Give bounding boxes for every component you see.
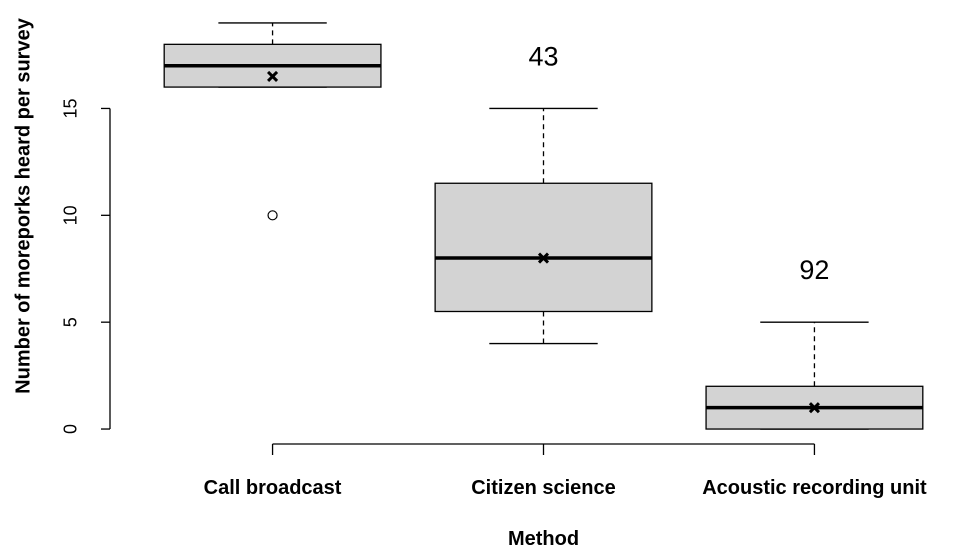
x-axis-title: Method xyxy=(508,528,579,548)
boxplot-series: 22 43 92 xyxy=(163,22,924,430)
y-tick-label: 15 xyxy=(61,98,81,118)
mean-marker xyxy=(537,252,550,264)
x-tick-label: Call broadcast xyxy=(204,477,342,499)
x-axis-ticks: Call broadcast Citizen science Acoustic re… xyxy=(204,444,927,499)
y-tick-label: 5 xyxy=(61,317,81,327)
sample-size-label: 43 xyxy=(528,41,558,71)
box-group: 22 xyxy=(163,22,382,221)
y-axis-ticks: 0 5 10 15 xyxy=(61,98,110,434)
box-group: 92 xyxy=(705,255,924,430)
x-tick-label: Acoustic recording unit xyxy=(702,477,927,499)
mean-marker xyxy=(808,402,820,414)
iqr-box xyxy=(434,182,653,313)
x-tick-label: Citizen science xyxy=(471,477,616,499)
sample-size-label: 92 xyxy=(799,255,829,285)
y-tick-label: 0 xyxy=(61,424,81,434)
y-axis-title: Number of moreporks heard per survey xyxy=(12,17,34,394)
outlier-point xyxy=(267,210,278,221)
mean-marker xyxy=(267,70,279,82)
y-tick-label: 10 xyxy=(61,205,81,225)
box-group: 43 xyxy=(434,41,653,345)
